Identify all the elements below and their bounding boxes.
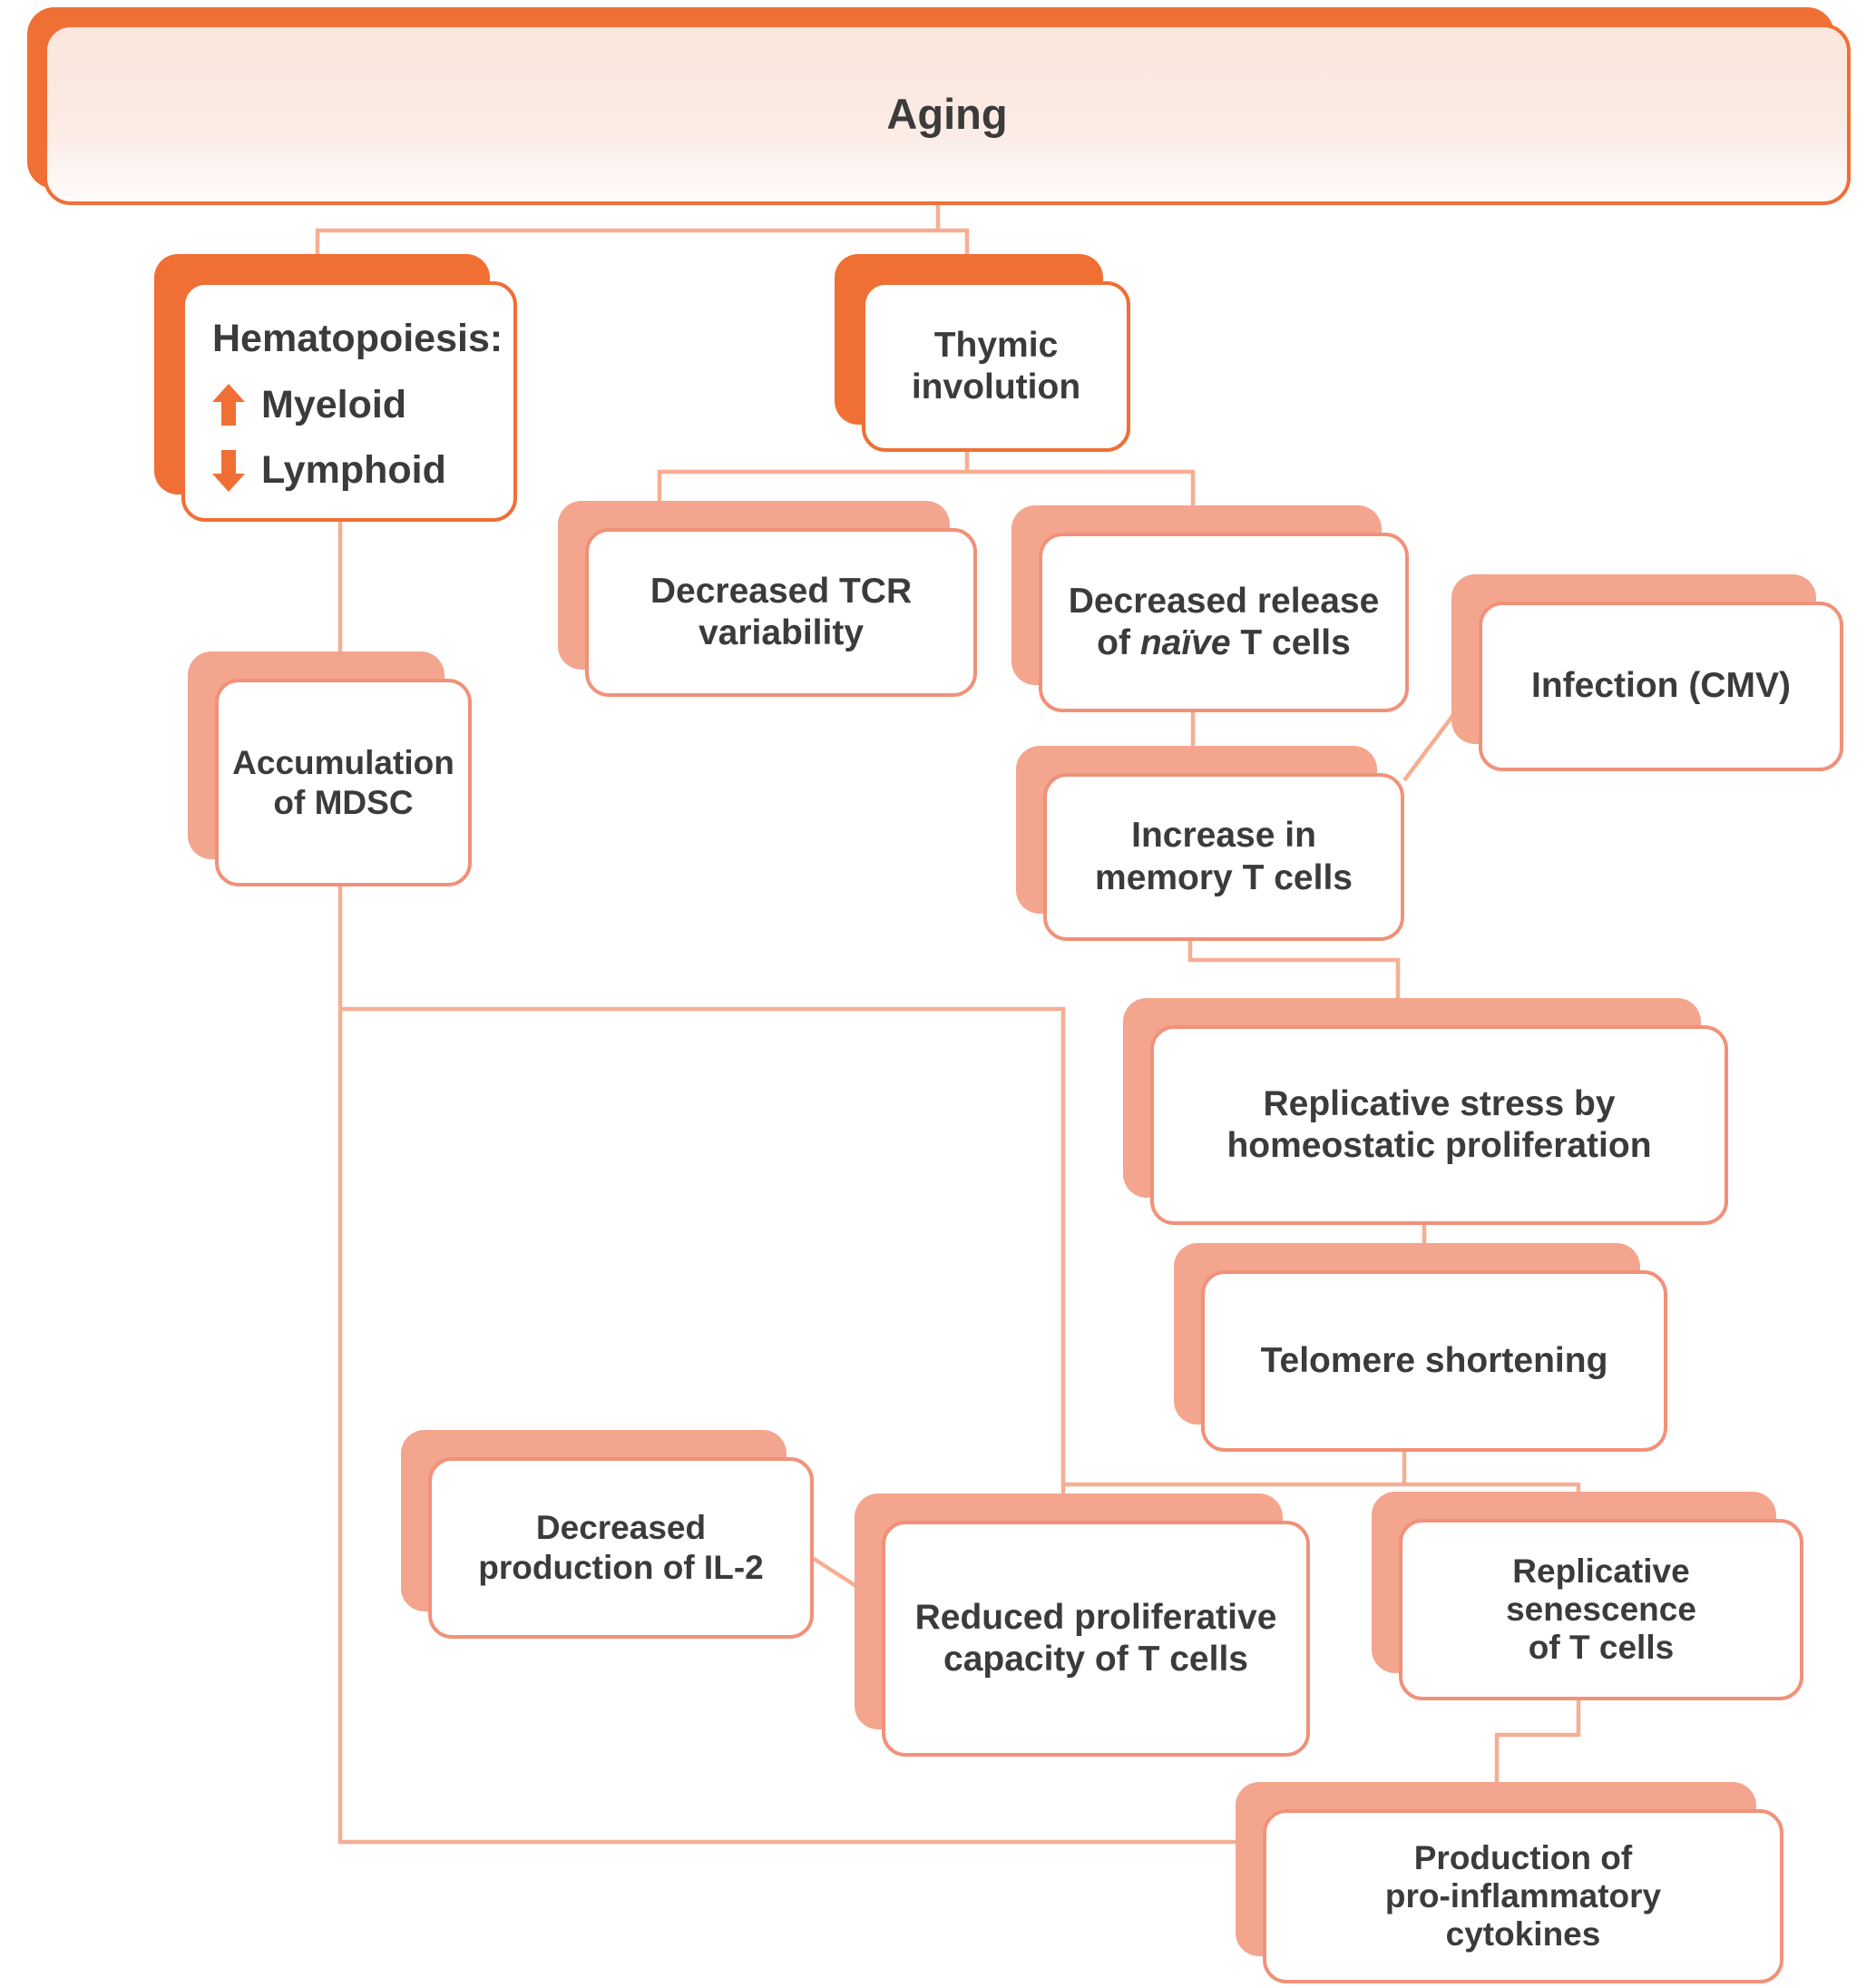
node-label: Decreased release of naïve T cells bbox=[1068, 581, 1380, 662]
connector-senescence-cytokines bbox=[1494, 1700, 1581, 1815]
node-label: Thymic involution bbox=[911, 325, 1081, 406]
node-label: Telomere shortening bbox=[1260, 1340, 1608, 1380]
node-box: Infection (CMV) bbox=[1479, 602, 1843, 771]
node-telomere-shortening: Telomere shortening bbox=[1174, 1243, 1667, 1452]
node-box: Telomere shortening bbox=[1201, 1270, 1667, 1452]
node-label: Decreased TCR variability bbox=[650, 571, 913, 652]
node-increase-memory-t-cells: Increase in memory T cells bbox=[1016, 746, 1404, 941]
node-label: Replicative senescence of T cells bbox=[1506, 1552, 1696, 1667]
up-arrow-icon bbox=[212, 384, 245, 426]
node-box: Reduced proliferative capacity of T cell… bbox=[882, 1521, 1310, 1757]
node-hematopoiesis: Hematopoiesis: Myeloid Lymphoid bbox=[154, 254, 517, 522]
node-box: Increase in memory T cells bbox=[1043, 773, 1404, 941]
node-label: Aging bbox=[886, 90, 1008, 139]
node-decreased-release-naive-t-cells: Decreased release of naïve T cells bbox=[1011, 505, 1409, 712]
node-accumulation-mdsc: Accumulation of MDSC bbox=[188, 651, 472, 886]
node-thymic-involution: Thymic involution bbox=[835, 254, 1130, 452]
node-box: Decreased production of IL-2 bbox=[428, 1457, 814, 1639]
hematopoiesis-item-myeloid: Myeloid bbox=[212, 382, 406, 428]
node-box: Replicative senescence of T cells bbox=[1399, 1519, 1803, 1700]
node-decreased-il2: Decreased production of IL-2 bbox=[401, 1430, 814, 1639]
node-reduced-proliferative-capacity: Reduced proliferative capacity of T cell… bbox=[855, 1493, 1310, 1757]
node-proinflammatory-cytokines: Production of pro-inflammatory cytokines bbox=[1236, 1782, 1783, 1983]
connector-memory-stress bbox=[1187, 941, 1401, 1007]
node-label: Replicative stress by homeostatic prolif… bbox=[1226, 1083, 1652, 1165]
node-label: Reduced proliferative capacity of T cell… bbox=[914, 1597, 1277, 1679]
node-label: Accumulation of MDSC bbox=[232, 743, 454, 821]
connector-mdsc-reduced bbox=[340, 1006, 1066, 1524]
node-infection-cmv: Infection (CMV) bbox=[1451, 574, 1843, 771]
node-box: Decreased TCR variability bbox=[585, 528, 977, 697]
down-arrow-icon bbox=[212, 449, 245, 492]
connector-mdsc-cytokines bbox=[337, 886, 1268, 1845]
node-box: Decreased release of naïve T cells bbox=[1039, 533, 1409, 712]
node-label: Infection (CMV) bbox=[1531, 666, 1791, 706]
connector-thymic-branch bbox=[657, 469, 1196, 510]
node-box: Thymic involution bbox=[862, 281, 1130, 452]
node-replicative-senescence: Replicative senescence of T cells bbox=[1372, 1492, 1803, 1700]
node-box: Production of pro-inflammatory cytokines bbox=[1263, 1809, 1783, 1983]
node-label: Myeloid bbox=[261, 382, 407, 426]
node-label: Decreased production of IL-2 bbox=[478, 1509, 764, 1586]
node-label: Hematopoiesis: bbox=[212, 317, 503, 360]
node-replicative-stress: Replicative stress by homeostatic prolif… bbox=[1123, 998, 1728, 1225]
hematopoiesis-item-lymphoid: Lymphoid bbox=[212, 447, 446, 494]
node-label: Increase in memory T cells bbox=[1095, 816, 1353, 897]
node-label: Production of pro-inflammatory cytokines bbox=[1384, 1838, 1662, 1954]
node-decreased-tcr-variability: Decreased TCR variability bbox=[558, 501, 977, 697]
node-aging: Aging bbox=[27, 7, 1851, 205]
node-box: Replicative stress by homeostatic prolif… bbox=[1150, 1025, 1728, 1225]
node-box: Aging bbox=[44, 24, 1851, 205]
node-box: Accumulation of MDSC bbox=[215, 679, 472, 886]
node-label: Lymphoid bbox=[261, 448, 446, 493]
node-box: Hematopoiesis: Myeloid Lymphoid bbox=[181, 281, 517, 522]
